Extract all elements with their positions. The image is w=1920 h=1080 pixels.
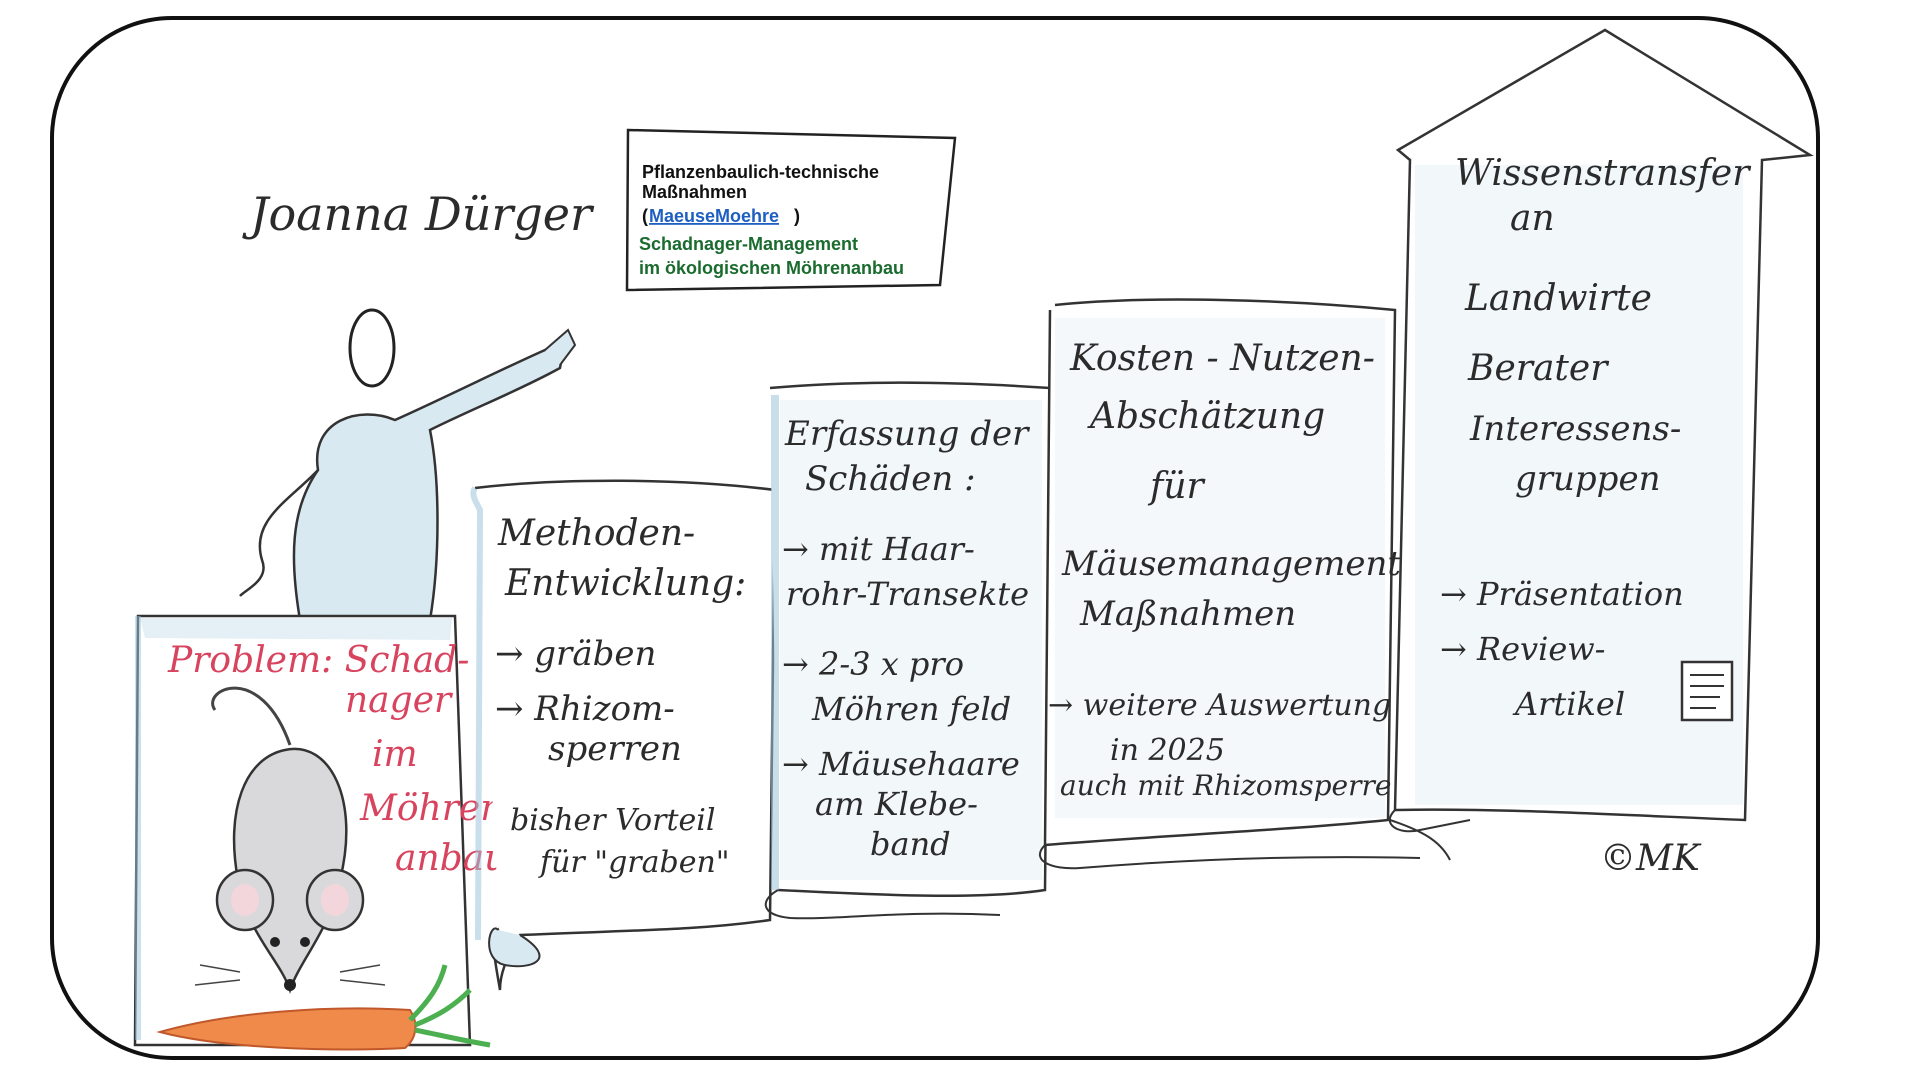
step-3-heading-3: für <box>1147 466 1206 507</box>
step-2-bullet-2: rohr-Transekte <box>786 575 1029 613</box>
step-3-bullet-1: → weitere Auswertung <box>1048 688 1391 723</box>
presenter-name: Joanna Dürger <box>242 187 595 241</box>
step-2-bullet-3: → 2-3 x pro <box>782 645 964 683</box>
step-1-note-1: bisher Vorteil <box>510 803 715 838</box>
maeusemoehre-link[interactable]: MaeuseMoehre <box>649 206 779 226</box>
step-3-heading-1: Kosten - Nutzen- <box>1069 338 1375 379</box>
info-paren-close: ) <box>794 206 800 226</box>
step-2-bullet-1: → mit Haar- <box>782 530 975 568</box>
mouse-illustration <box>194 686 386 994</box>
document-icon <box>1680 660 1734 722</box>
problem-line-1: Problem: Schad- <box>167 640 469 681</box>
problem-line-2: nager <box>345 680 453 721</box>
step-4-heading-1: Wissenstransfer <box>1455 153 1751 194</box>
step-4-heading-5: Interessens- <box>1469 409 1681 449</box>
step-2-bullet-6: am Klebe- <box>815 785 978 823</box>
step-3-heading-4: Mäusemanagement- <box>1061 544 1413 584</box>
step-1-scroll: Methoden- Entwicklung: → gräben → Rhizom… <box>470 479 777 991</box>
step-4-bullet-1: → Präsentation <box>1440 575 1684 613</box>
step-4-heading-6: gruppen <box>1515 459 1660 499</box>
step-2-bullet-5: → Mäusehaare <box>782 745 1020 783</box>
info-paren-open: ( <box>642 206 648 226</box>
info-title-line-1: Pflanzenbaulich-technische <box>642 162 879 182</box>
step-1-heading-2: Entwicklung: <box>504 563 746 604</box>
step-3-bullet-3: auch mit Rhizomsperre <box>1060 769 1391 802</box>
step-4-bullet-2: → Review- <box>1440 630 1605 668</box>
step-1-bullet-2: → Rhizom- <box>495 689 675 729</box>
step-2-bullet-7: band <box>870 825 951 863</box>
project-info-box: Pflanzenbaulich-technische Maßnahmen ( M… <box>625 128 957 292</box>
step-3-scroll: Kosten - Nutzen- Abschätzung für Mäusema… <box>1038 298 1451 870</box>
step-1-bullet-1: → gräben <box>495 634 656 674</box>
copyright-mark: ©MK <box>1600 838 1702 879</box>
step-3-heading-2: Abschätzung <box>1087 396 1325 437</box>
problem-line-3: im <box>372 734 418 775</box>
problem-line-5: anbau <box>395 838 507 879</box>
info-subtitle-line-2: im ökologischen Möhrenanbau <box>639 258 904 278</box>
step-4-arrow: Wissenstransfer an Landwirte Berater Int… <box>1388 28 1814 833</box>
step-2-scroll: Erfassung der Schäden : → mit Haar- rohr… <box>764 381 1052 920</box>
step-3-heading-5: Maßnahmen <box>1079 594 1296 634</box>
step-2-heading-1: Erfassung der <box>784 414 1030 454</box>
step-1-heading-1: Methoden- <box>497 513 695 554</box>
carrot-illustration <box>156 964 491 1051</box>
step-4-heading-4: Berater <box>1467 348 1609 389</box>
info-title-line-2: Maßnahmen <box>642 182 747 202</box>
step-3-bullet-2: in 2025 <box>1110 733 1225 768</box>
step-4-heading-2: an <box>1510 198 1555 239</box>
presenter-figure <box>239 308 577 622</box>
problem-line-4: Möhren- <box>359 788 516 829</box>
step-4-heading-3: Landwirte <box>1464 278 1652 319</box>
step-2-heading-2: Schäden : <box>805 459 976 499</box>
step-4-bullet-3: Artikel <box>1512 685 1625 723</box>
info-subtitle-line-1: Schadnager-Management <box>639 234 858 254</box>
step-1-bullet-3: sperren <box>548 729 682 769</box>
step-2-bullet-4: Möhren feld <box>811 690 1011 728</box>
step-1-note-2: für "graben" <box>538 845 730 880</box>
